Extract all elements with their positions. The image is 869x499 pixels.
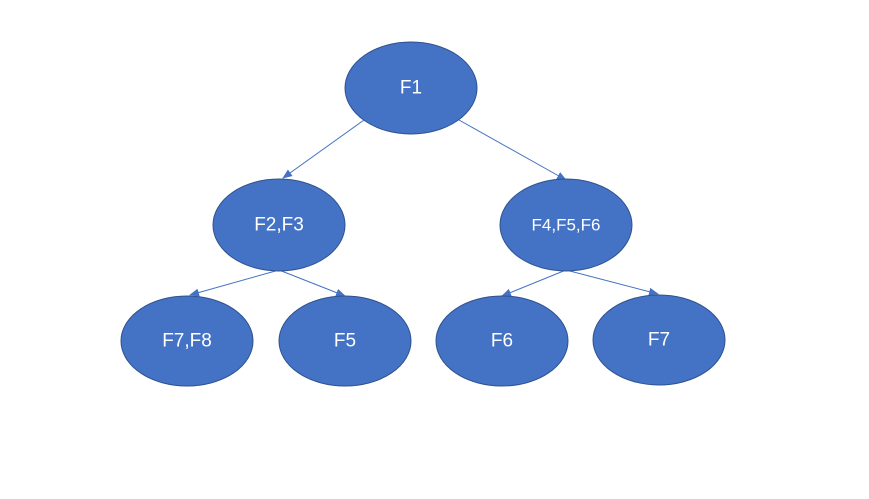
edge-f2f3-to-f7f8 — [189, 269, 280, 297]
node-f7-label: F7 — [648, 330, 670, 351]
node-f7f8-ellipse — [120, 295, 254, 387]
edge-f1-to-f4f5f6 — [458, 119, 567, 181]
node-f4f5f6-ellipse — [499, 178, 633, 272]
node-f4f5f6: F4,F5,F6 — [499, 178, 633, 272]
node-f6-label: F6 — [491, 331, 513, 352]
node-f5-ellipse — [278, 295, 412, 387]
node-f4f5f6-label: F4,F5,F6 — [532, 216, 601, 235]
node-f7f8: F7,F8 — [120, 295, 254, 387]
edges — [189, 119, 659, 297]
edge-f2f3-to-f5 — [278, 269, 346, 297]
node-f1: F1 — [344, 41, 478, 135]
node-f1-ellipse — [344, 41, 478, 135]
node-f2f3-ellipse — [212, 178, 346, 272]
edge-f1-to-f2f3 — [282, 119, 365, 179]
node-f5-label: F5 — [334, 331, 356, 352]
node-f7f8-label: F7,F8 — [162, 331, 212, 352]
node-f6-ellipse — [435, 295, 569, 387]
node-f2f3: F2,F3 — [212, 178, 346, 272]
node-f7-ellipse — [592, 294, 726, 386]
node-f6: F6 — [435, 295, 569, 387]
edge-f4f5f6-to-f7 — [565, 269, 659, 296]
node-f5: F5 — [278, 295, 412, 387]
node-f2f3-label: F2,F3 — [254, 215, 304, 236]
edge-f4f5f6-to-f6 — [501, 269, 567, 297]
node-f7: F7 — [592, 294, 726, 386]
node-f1-label: F1 — [400, 78, 422, 99]
